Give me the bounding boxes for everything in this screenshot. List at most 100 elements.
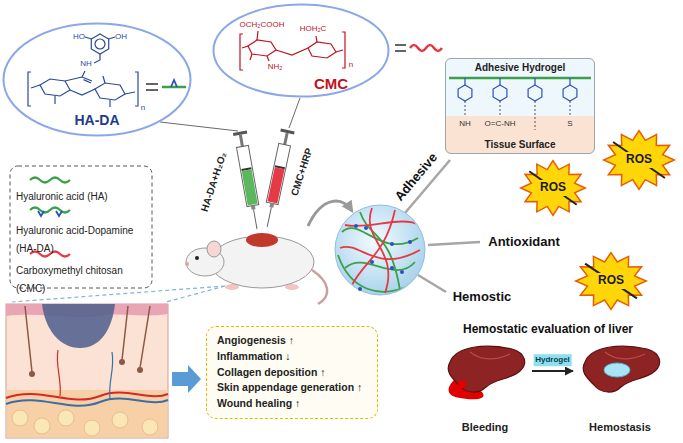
skin-section	[84, 420, 100, 436]
hada-structure	[28, 34, 138, 107]
property-label: Adhesive	[391, 150, 440, 204]
syringe	[237, 145, 259, 206]
hada-structure	[31, 76, 135, 107]
syringe	[269, 203, 274, 208]
skin-section	[12, 410, 28, 426]
skin-section	[7, 390, 168, 438]
node-text: Tissue Surface	[485, 138, 556, 151]
liver-shape	[448, 346, 525, 392]
equals-sign	[395, 45, 406, 51]
adhesion-interface	[445, 58, 595, 154]
liver-figure	[448, 346, 525, 399]
hydrogel-network	[335, 205, 425, 295]
atom-label: NH₂	[268, 62, 283, 72]
node-text: Collagen deposition ↑	[217, 365, 326, 381]
liver-lobe	[605, 352, 645, 359]
hada-structure	[95, 83, 125, 100]
blood-drop	[458, 380, 466, 388]
skin-section	[6, 399, 168, 406]
node-text: Angiogenesis ↑	[217, 333, 294, 349]
node-text: Skin appendage generation ↑	[217, 380, 362, 396]
hydrogel-patch	[604, 363, 630, 377]
hydrogel-network	[338, 255, 410, 292]
mouse	[246, 233, 278, 247]
outcome-arrow	[172, 365, 201, 393]
liver-figure	[583, 346, 660, 392]
legend-sample	[30, 208, 70, 213]
skin-section	[112, 412, 128, 428]
syringe	[260, 129, 294, 229]
injection-label: HA-DA+H₂O₂	[199, 151, 230, 214]
skin-section	[119, 359, 125, 365]
skin-section	[6, 304, 168, 438]
star-outline	[521, 161, 586, 216]
hydrogel-network	[354, 224, 412, 291]
skin-section	[137, 367, 143, 373]
syringe	[233, 130, 264, 230]
adhesion-interface	[465, 78, 570, 85]
strike-line	[613, 142, 665, 178]
cmc-structure	[240, 32, 345, 70]
legend-text: Hyaluronic acid-Dopamine (HA-DA)	[16, 225, 133, 254]
adhesion-interface	[493, 85, 507, 101]
molecule-ellipse: CMC	[212, 3, 390, 98]
adhesion-interface	[458, 78, 577, 101]
skin-section	[57, 350, 60, 396]
star-outline	[604, 131, 675, 190]
legend-item: Carboxymethyl chitosan (CMC)	[16, 260, 150, 296]
node-text: ROS	[538, 180, 568, 196]
mouse	[195, 256, 199, 260]
hada-structure	[91, 34, 108, 54]
adhesion-interface	[445, 58, 595, 154]
hydrogel-network	[345, 262, 415, 270]
repeat-index: n	[349, 60, 353, 70]
adhesion-interface	[465, 101, 570, 130]
skin-section	[58, 410, 74, 426]
edge-label: Hydrogel	[533, 354, 572, 366]
node-text: Hemostasis	[589, 420, 651, 434]
ellipse-outline	[4, 24, 191, 136]
atom-label: OH	[115, 32, 127, 42]
node-text: ROS	[624, 152, 654, 168]
hydrogel-network	[400, 270, 404, 274]
syringe	[266, 143, 290, 204]
skin-section	[12, 410, 158, 436]
adhesion-interface	[528, 85, 542, 101]
hydrogel-network	[370, 208, 389, 293]
node-text: CMC	[314, 74, 348, 94]
hada-icon	[162, 86, 186, 89]
hydrogel-network	[354, 224, 358, 228]
adhesion-interface	[563, 85, 577, 101]
hydrogel-network	[364, 226, 368, 230]
atom-label: HOH₂C	[300, 24, 327, 34]
bond-label: NH	[459, 119, 471, 129]
atom-label: HO	[73, 32, 85, 42]
hydrogel-network	[342, 228, 418, 244]
ros-star: ROS	[520, 160, 586, 216]
equals-sign	[146, 84, 158, 90]
atom-label: NH	[80, 59, 92, 69]
mouse	[312, 270, 327, 304]
hada-structure	[95, 39, 105, 49]
hydrogel-network	[390, 242, 394, 246]
skin-section	[34, 418, 50, 434]
syringe	[267, 167, 284, 203]
node-text: Inflammation ↓	[217, 349, 291, 365]
syringe	[267, 207, 271, 227]
bond-label: O=C-NH	[485, 119, 516, 129]
node-text: HA-DA	[74, 111, 119, 129]
hydrogel-network	[370, 260, 374, 264]
cmc-structure	[248, 40, 276, 56]
liver-shape	[583, 346, 660, 392]
injection-label: CMC+HRP	[289, 146, 316, 197]
hada-structure	[40, 79, 70, 96]
outcome-arrow	[172, 365, 201, 393]
hydrogel-network	[358, 287, 362, 291]
ros-star: ROS	[603, 130, 675, 190]
adhesion-interface	[458, 85, 472, 101]
section-heading: Hemostatic evaluation of liver	[463, 322, 633, 336]
repeat-index: n	[141, 103, 145, 113]
node-outline	[212, 3, 390, 98]
skin-section	[29, 371, 35, 377]
